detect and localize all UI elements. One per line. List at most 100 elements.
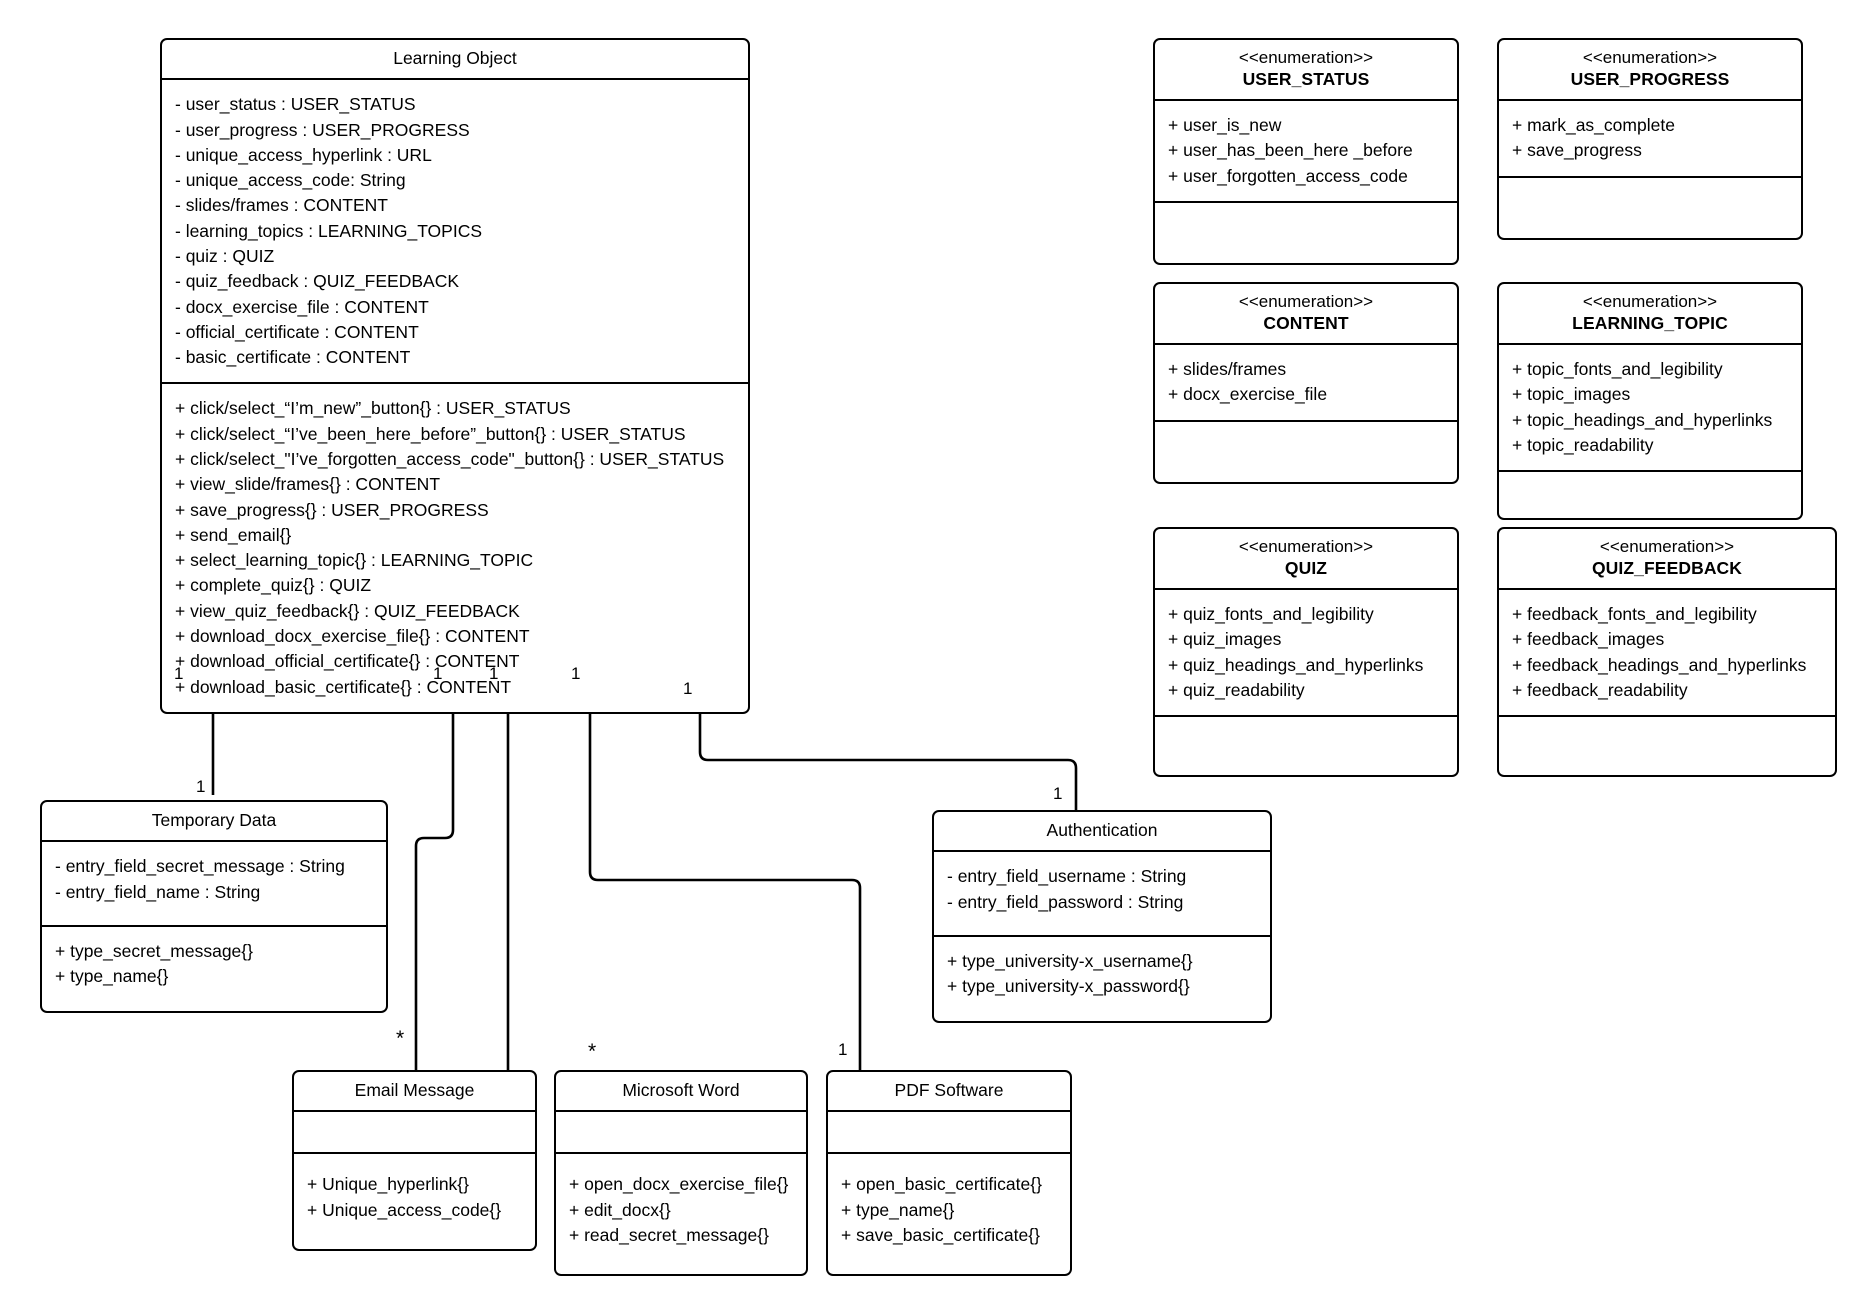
enumeration-user-status[interactable]: <<enumeration>> USER_STATUS + user_is_ne… bbox=[1153, 38, 1459, 265]
member-row: - official_certificate : CONTENT bbox=[175, 321, 419, 342]
member-row: + user_is_new bbox=[1168, 115, 1282, 136]
member-row: + download_docx_exercise_file{} : CONTEN… bbox=[175, 625, 530, 646]
member-row: + slides/frames bbox=[1168, 359, 1287, 380]
attributes-pdf-software bbox=[828, 1112, 1070, 1155]
member-row: + click/select_“I’ve_been_here_before”_b… bbox=[175, 423, 686, 444]
class-microsoft-word[interactable]: Microsoft Word + open_docx_exercise_file… bbox=[554, 1070, 808, 1277]
member-row: + read_secret_message{} bbox=[569, 1224, 769, 1245]
multiplicity-lo-temporary-data-target: 1 bbox=[196, 777, 206, 796]
class-email-message[interactable]: Email Message + Unique_hyperlink{}+ Uniq… bbox=[292, 1070, 537, 1251]
methods-authentication: + type_university-x_username{} + type_uni… bbox=[934, 937, 1270, 1022]
methods-learning-object: + click/select_“I’m_new”_button{} : USER… bbox=[162, 384, 748, 711]
member-row: + select_learning_topic{} : LEARNING_TOP… bbox=[175, 550, 534, 571]
empty-compartment-content bbox=[1155, 422, 1457, 482]
empty-compartment-user-status bbox=[1155, 203, 1457, 263]
enum-title-user-progress: <<enumeration>> USER_PROGRESS bbox=[1499, 40, 1801, 102]
enumeration-content[interactable]: <<enumeration>> CONTENT + slides/frames +… bbox=[1153, 282, 1459, 484]
class-title-microsoft-word: Microsoft Word bbox=[556, 1072, 806, 1113]
multiplicity-lo-pdf-software-target: 1 bbox=[838, 1040, 848, 1059]
enum-title-user-status: <<enumeration>> USER_STATUS bbox=[1155, 40, 1457, 102]
enumeration-quiz[interactable]: <<enumeration>> QUIZ + quiz_fonts_and_le… bbox=[1153, 527, 1459, 778]
member-row: + quiz_images bbox=[1168, 629, 1282, 650]
member-row: + save_basic_certificate{} bbox=[841, 1224, 1040, 1245]
member-row: + topic_headings_and_hyperlinks bbox=[1512, 409, 1773, 430]
member-row: - user_status : USER_STATUS bbox=[175, 94, 416, 115]
member-row: + topic_images bbox=[1512, 384, 1631, 405]
member-row: + edit_docx{} bbox=[569, 1199, 671, 1220]
stereotype-label: <<enumeration>> bbox=[1582, 292, 1718, 311]
member-row: + topic_fonts_and_legibility bbox=[1512, 359, 1723, 380]
member-row: - slides/frames : CONTENT bbox=[175, 195, 388, 216]
member-row: + quiz_headings_and_hyperlinks bbox=[1168, 654, 1424, 675]
attributes-email-message bbox=[294, 1112, 535, 1155]
class-authentication[interactable]: Authentication - entry_field_username : … bbox=[932, 810, 1272, 1024]
member-row: + open_docx_exercise_file{} bbox=[569, 1174, 789, 1195]
multiplicity-lo-microsoft-word-source: 1 bbox=[489, 664, 499, 683]
enumeration-quiz-feedback[interactable]: <<enumeration>> QUIZ_FEEDBACK + feedback… bbox=[1497, 527, 1837, 778]
enum-name-label: USER_PROGRESS bbox=[1570, 68, 1730, 89]
methods-pdf-software: + open_basic_certificate{} + type_name{} +… bbox=[828, 1154, 1070, 1274]
class-temporary-data[interactable]: Temporary Data - entry_field_secret_mess… bbox=[40, 800, 388, 1014]
methods-email-message: + Unique_hyperlink{}+ Unique_access_code… bbox=[294, 1154, 535, 1249]
enumeration-user-progress[interactable]: <<enumeration>> USER_PROGRESS + mark_as_… bbox=[1497, 38, 1803, 240]
member-row: + feedback_fonts_and_legibility bbox=[1512, 604, 1757, 625]
enum-name-label: USER_STATUS bbox=[1242, 68, 1370, 89]
member-row: + download_basic_certificate{} : CONTENT bbox=[175, 676, 512, 697]
class-title-temporary-data: Temporary Data bbox=[42, 802, 386, 843]
attributes-temporary-data: - entry_field_secret_message : String- e… bbox=[42, 842, 386, 927]
enum-title-content: <<enumeration>> CONTENT bbox=[1155, 284, 1457, 346]
member-row: + send_email{} bbox=[175, 524, 292, 545]
enum-name-label: QUIZ bbox=[1284, 557, 1328, 578]
member-row: + type_university-x_password{} bbox=[947, 976, 1190, 997]
member-row: - unique_access_hyperlink : URL bbox=[175, 144, 432, 165]
literals-quiz-feedback: + feedback_fonts_and_legibility + feedbac… bbox=[1499, 590, 1835, 718]
member-row: - entry_field_name : String bbox=[55, 881, 261, 902]
enum-name-label: CONTENT bbox=[1263, 312, 1349, 333]
member-row: + feedback_readability bbox=[1512, 679, 1688, 700]
multiplicity-lo-authentication-target: 1 bbox=[1053, 784, 1063, 803]
member-row: + complete_quiz{} : QUIZ bbox=[175, 575, 372, 596]
enum-name-label: QUIZ_FEEDBACK bbox=[1591, 557, 1743, 578]
methods-microsoft-word: + open_docx_exercise_file{} + edit_docx{}… bbox=[556, 1154, 806, 1274]
member-row: - user_progress : USER_PROGRESS bbox=[175, 119, 470, 140]
member-row: + feedback_images bbox=[1512, 629, 1665, 650]
member-row: + view_quiz_feedback{} : QUIZ_FEEDBACK bbox=[175, 600, 520, 621]
literals-quiz: + quiz_fonts_and_legibility+ quiz_images… bbox=[1155, 590, 1457, 718]
member-row: - unique_access_code: String bbox=[175, 170, 406, 191]
member-row: + type_name{} bbox=[841, 1199, 955, 1220]
enum-title-quiz-feedback: <<enumeration>> QUIZ_FEEDBACK bbox=[1499, 529, 1835, 591]
literals-user-progress: + mark_as_complete + save_progress bbox=[1499, 101, 1801, 178]
multiplicity-lo-temporary-data-source: 1 bbox=[174, 664, 184, 683]
empty-compartment-quiz-feedback bbox=[1499, 717, 1835, 775]
member-row: - basic_certificate : CONTENT bbox=[175, 347, 411, 368]
member-row: + view_slide/frames{} : CONTENT bbox=[175, 474, 441, 495]
stereotype-label: <<enumeration>> bbox=[1599, 537, 1735, 556]
member-row: + save_progress{} : USER_PROGRESS bbox=[175, 499, 489, 520]
enum-name-label: LEARNING_TOPIC bbox=[1572, 312, 1728, 333]
multiplicity-lo-pdf-software-source: 1 bbox=[571, 664, 581, 683]
class-title-learning-object: Learning Object bbox=[162, 40, 748, 81]
member-row: + docx_exercise_file bbox=[1168, 384, 1328, 405]
member-row: + user_has_been_here _before bbox=[1168, 140, 1413, 161]
class-learning-object[interactable]: Learning Object - user_status : USER_STA… bbox=[160, 38, 750, 714]
member-row: + mark_as_complete bbox=[1512, 115, 1675, 136]
enum-title-quiz: <<enumeration>> QUIZ bbox=[1155, 529, 1457, 591]
member-row: + Unique_hyperlink{} bbox=[307, 1174, 469, 1195]
member-row: + download_official_certificate{} : CONT… bbox=[175, 651, 520, 672]
stereotype-label: <<enumeration>> bbox=[1582, 48, 1718, 67]
member-row: + topic_readability bbox=[1512, 434, 1654, 455]
multiplicity-lo-authentication-source: 1 bbox=[683, 679, 693, 698]
empty-compartment-learning-topic bbox=[1499, 472, 1801, 518]
member-row: + save_progress bbox=[1512, 140, 1642, 161]
empty-compartment-user-progress bbox=[1499, 178, 1801, 238]
class-pdf-software[interactable]: PDF Software + open_basic_certificate{}+… bbox=[826, 1070, 1072, 1277]
attributes-authentication: - entry_field_username : String- entry_f… bbox=[934, 852, 1270, 937]
enumeration-learning-topic[interactable]: <<enumeration>> LEARNING_TOPIC + topic_f… bbox=[1497, 282, 1803, 521]
multiplicity-lo-microsoft-word-target: * bbox=[588, 1040, 597, 1063]
member-row: - quiz_feedback : QUIZ_FEEDBACK bbox=[175, 271, 459, 292]
attributes-microsoft-word bbox=[556, 1112, 806, 1155]
member-row: + open_basic_certificate{} bbox=[841, 1174, 1042, 1195]
enum-title-learning-topic: <<enumeration>> LEARNING_TOPIC bbox=[1499, 284, 1801, 346]
member-row: + type_name{} bbox=[55, 966, 169, 987]
member-row: + type_university-x_username{} bbox=[947, 950, 1193, 971]
